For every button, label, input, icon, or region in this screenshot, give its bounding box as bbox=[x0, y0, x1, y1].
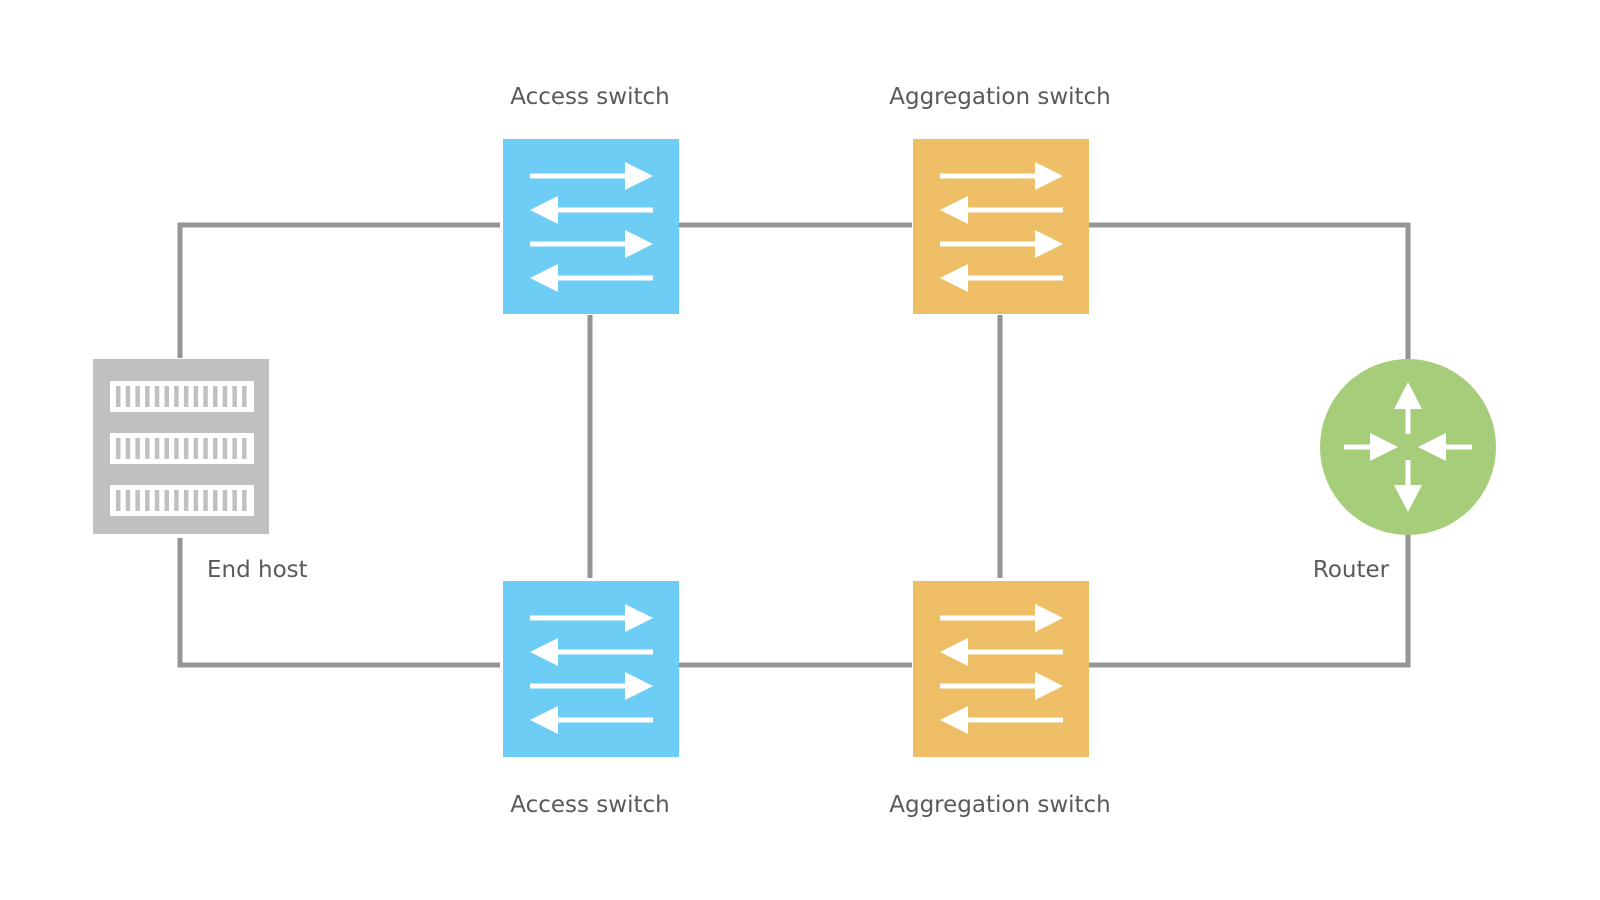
aggregation-switch-bottom-box bbox=[913, 581, 1089, 757]
switch-arrows-icon bbox=[940, 162, 1063, 292]
arrow-right-icon bbox=[940, 672, 1063, 700]
switch-arrows-icon bbox=[940, 604, 1063, 734]
arrow-left-icon bbox=[940, 196, 1063, 224]
arrow-right-icon bbox=[530, 672, 653, 700]
switch-arrows-icon bbox=[530, 162, 653, 292]
arrow-left-icon bbox=[530, 196, 653, 224]
arrow-right-icon bbox=[940, 162, 1063, 190]
switch-arrows-icon bbox=[530, 604, 653, 734]
server-slot-icon bbox=[110, 485, 254, 516]
arrow-left-icon bbox=[940, 706, 1063, 734]
router-node[interactable] bbox=[1320, 359, 1496, 535]
end-host-node[interactable] bbox=[93, 359, 269, 534]
access-switch-bottom-box bbox=[503, 581, 679, 757]
arrow-left-icon bbox=[940, 264, 1063, 292]
server-slot-icon bbox=[110, 381, 254, 412]
arrow-left-icon bbox=[530, 264, 653, 292]
link-end-host-to-access-switch-top bbox=[177, 222, 500, 358]
arrow-left-icon bbox=[530, 706, 653, 734]
router-arrows-icon bbox=[1344, 382, 1472, 512]
arrow-right-icon bbox=[940, 230, 1063, 258]
access-switch-bottom-node[interactable] bbox=[503, 581, 679, 757]
aggregation-switch-top-label: Aggregation switch bbox=[889, 84, 1111, 110]
arrow-right-icon bbox=[530, 230, 653, 258]
router-label: Router bbox=[1313, 557, 1390, 583]
server-rack-icon bbox=[110, 381, 254, 516]
access-switch-bottom-label: Access switch bbox=[510, 792, 669, 818]
arrow-right-icon bbox=[530, 162, 653, 190]
link-end-host-to-access-switch-bottom bbox=[177, 538, 500, 668]
aggregation-switch-bottom-node[interactable] bbox=[913, 581, 1089, 757]
link-aggregation-switch-top-to-router bbox=[1088, 222, 1411, 360]
server-slot-icon bbox=[110, 433, 254, 464]
access-switch-top-box bbox=[503, 139, 679, 314]
arrow-left-icon bbox=[530, 638, 653, 666]
aggregation-switch-bottom-label: Aggregation switch bbox=[889, 792, 1111, 818]
link-aggregation-switch-bottom-to-router bbox=[1088, 533, 1411, 668]
end-host-label: End host bbox=[207, 557, 308, 583]
router-circle bbox=[1320, 359, 1496, 535]
access-switch-top-node[interactable] bbox=[503, 139, 679, 314]
arrow-right-icon bbox=[530, 604, 653, 632]
aggregation-switch-top-node[interactable] bbox=[913, 139, 1089, 314]
aggregation-switch-top-box bbox=[913, 139, 1089, 314]
access-switch-top-label: Access switch bbox=[510, 84, 669, 110]
arrow-right-icon bbox=[940, 604, 1063, 632]
arrow-left-icon bbox=[940, 638, 1063, 666]
links bbox=[177, 222, 1411, 668]
